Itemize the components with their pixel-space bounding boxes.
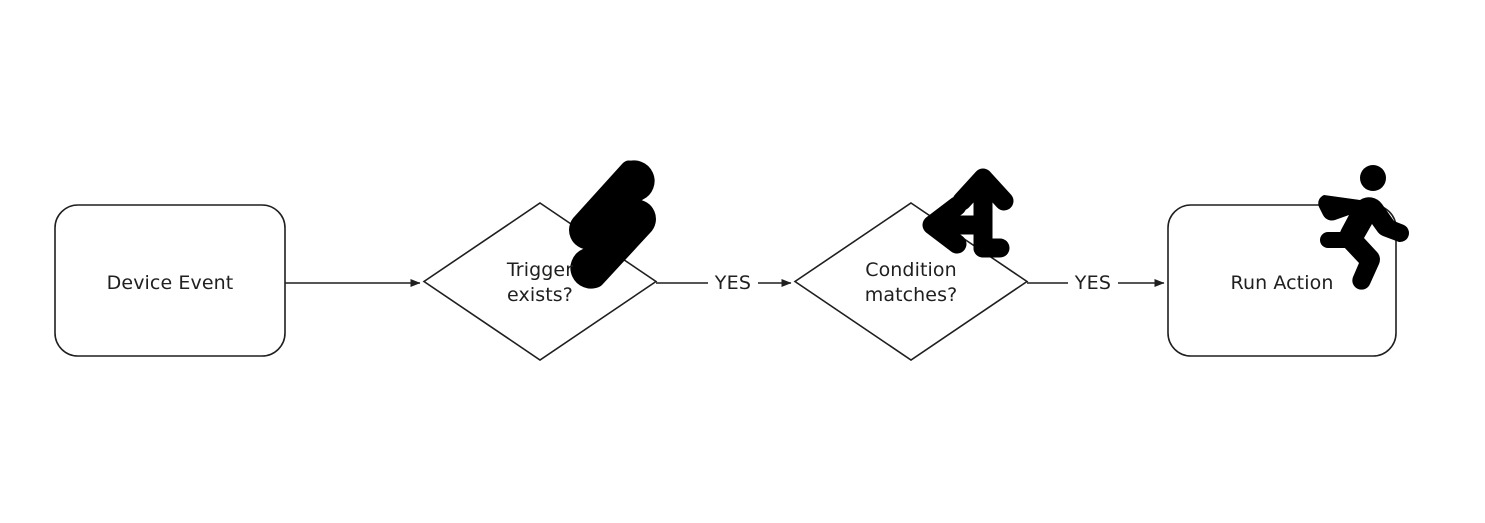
node-run-action-shape[interactable] [1167, 204, 1397, 357]
node-trigger-exists-shape[interactable] [422, 202, 658, 361]
node-device-event-shape[interactable] [54, 204, 286, 357]
node-condition-matches-shape[interactable] [793, 202, 1029, 361]
edge-label-condition-yes: YES [1074, 272, 1112, 294]
edge-label-trigger-yes: YES [714, 272, 752, 294]
